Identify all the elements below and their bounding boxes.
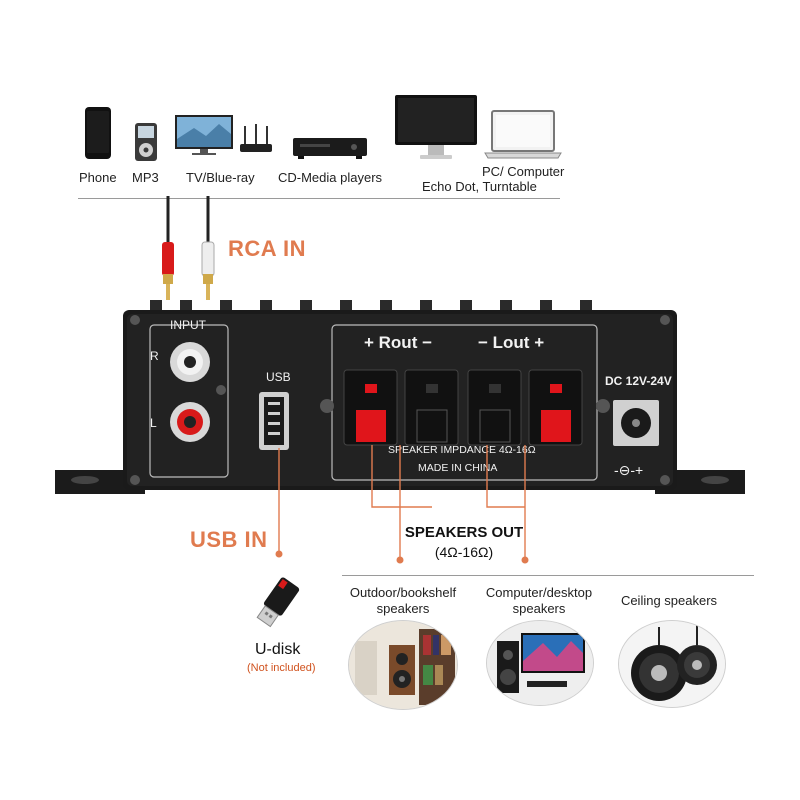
source-label-tv: TV/Blue-ray bbox=[186, 170, 255, 185]
speaker-type-outdoor-line2: speakers bbox=[376, 601, 430, 616]
speaker-type-computer-line1: Computer/desktop bbox=[485, 585, 593, 600]
panel-lout-label: − Lout + bbox=[478, 333, 545, 352]
panel-usb-label: USB bbox=[266, 370, 291, 384]
ceiling-speakers-image bbox=[618, 620, 726, 708]
speaker-type-computer: Computer/desktop speakers bbox=[474, 585, 604, 617]
usb-flash-drive-icon bbox=[256, 577, 300, 628]
source-label-echo: Echo Dot, Turntable bbox=[422, 179, 537, 194]
panel-input-label: INPUT bbox=[170, 318, 206, 332]
panel-r-label: R bbox=[150, 349, 159, 363]
speakers-out-range: (4Ω-16Ω) bbox=[434, 544, 494, 560]
bookshelf-speakers-image bbox=[348, 620, 458, 710]
udisk-label: U-disk bbox=[255, 641, 301, 658]
desktop-speakers-image bbox=[486, 620, 594, 706]
mp3-player-icon bbox=[135, 123, 157, 161]
source-label-cd: CD-Media players bbox=[278, 170, 383, 185]
speakers-divider bbox=[342, 575, 754, 576]
speaker-type-ceiling: Ceiling speakers bbox=[620, 593, 718, 608]
phone-icon bbox=[85, 107, 111, 159]
source-label-phone: Phone bbox=[79, 170, 117, 185]
desktop-monitor-icon bbox=[395, 95, 477, 159]
panel-dc-polarity-label: -⊖-+ bbox=[614, 462, 644, 478]
panel-rout-label: + Rout − bbox=[364, 333, 433, 352]
router-icon bbox=[240, 124, 272, 152]
panel-made-in-label: MADE IN CHINA bbox=[418, 462, 498, 474]
speaker-type-outdoor-line1: Outdoor/bookshelf bbox=[349, 585, 457, 600]
speakers-out-bracket bbox=[371, 445, 529, 564]
ceiling-speaker-icon bbox=[619, 621, 725, 707]
source-label-mp3: MP3 bbox=[132, 170, 159, 185]
source-label-pc: PC/ Computer bbox=[482, 164, 565, 179]
sources-divider bbox=[78, 198, 560, 199]
panel-l-label: L bbox=[150, 416, 157, 430]
usb-connector-line bbox=[275, 448, 283, 558]
rca-in-label: RCA IN bbox=[228, 236, 306, 261]
panel-dc-label: DC 12V-24V bbox=[605, 374, 672, 388]
bookshelf-speaker-icon bbox=[349, 621, 457, 709]
speakers-out-label: SPEAKERS OUT bbox=[404, 524, 524, 541]
rca-cables bbox=[162, 196, 215, 300]
speaker-type-outdoor: Outdoor/bookshelf speakers bbox=[338, 585, 468, 617]
usb-in-label: USB IN bbox=[190, 527, 268, 552]
cd-player-icon bbox=[293, 138, 367, 159]
amplifier-rear-panel bbox=[55, 300, 745, 494]
speaker-type-computer-line2: speakers bbox=[512, 601, 566, 616]
desktop-speaker-icon bbox=[487, 621, 593, 705]
source-devices: Phone MP3 TV/Blue-ray CD-Media players P… bbox=[0, 0, 800, 200]
tv-icon bbox=[175, 115, 233, 155]
udisk-note: (Not included) bbox=[247, 662, 316, 674]
laptop-icon bbox=[484, 110, 562, 159]
panel-impedance-label: SPEAKER IMPDANCE 4Ω-16Ω bbox=[388, 444, 536, 456]
